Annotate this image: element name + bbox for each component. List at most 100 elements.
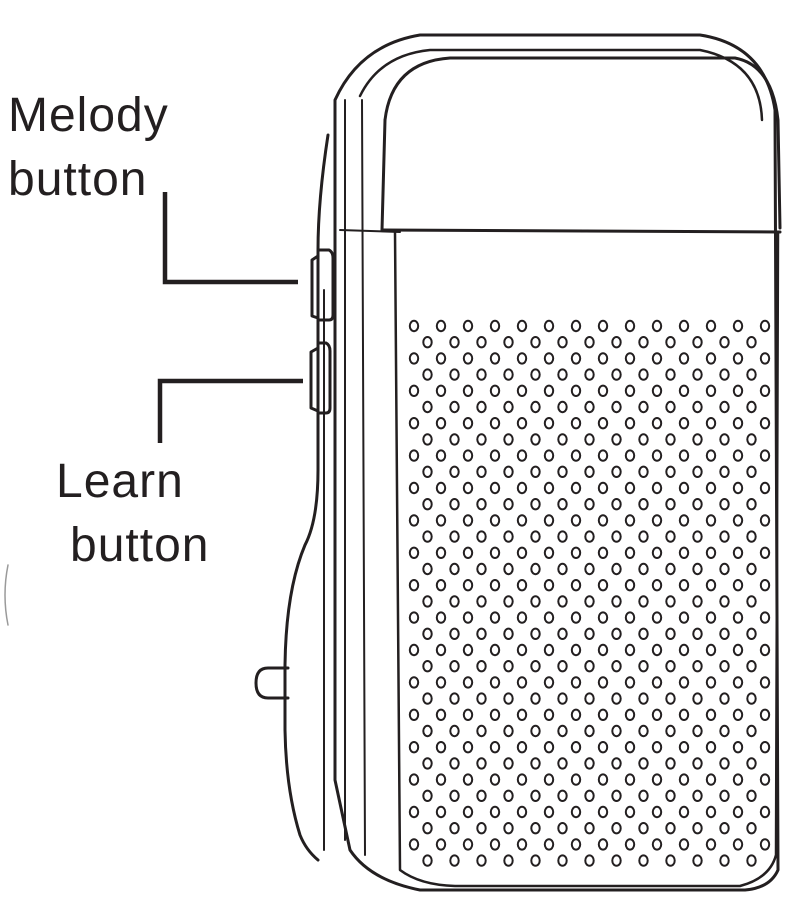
- grille-hole: [557, 368, 568, 381]
- grille-hole: [422, 692, 433, 705]
- grille-hole: [719, 692, 730, 705]
- grille-hole: [597, 352, 609, 365]
- grille-hole: [408, 643, 420, 657]
- grille-hole: [705, 741, 717, 754]
- grille-hole: [489, 449, 501, 462]
- grille-hole: [530, 789, 541, 802]
- grille-hole: [503, 627, 514, 640]
- grille-hole: [584, 400, 595, 414]
- grille-hole: [611, 498, 622, 511]
- grille-hole: [719, 660, 730, 673]
- grille-hole: [719, 627, 730, 640]
- grille-hole: [557, 595, 568, 608]
- grille-hole: [651, 417, 663, 430]
- grille-hole: [557, 336, 568, 349]
- grille-hole: [611, 854, 622, 867]
- grille-hole: [530, 433, 541, 446]
- grille-hole: [435, 579, 447, 592]
- grille-hole: [759, 319, 771, 333]
- grille-hole: [476, 433, 487, 446]
- grille-hole: [503, 595, 514, 608]
- grille-hole: [462, 579, 474, 592]
- grille-hole: [435, 514, 447, 527]
- grille-hole: [543, 838, 555, 851]
- grille-hole: [611, 400, 622, 414]
- grille-hole: [597, 546, 609, 559]
- grille-hole: [665, 854, 676, 867]
- grille-hole: [476, 854, 487, 867]
- grille-hole: [557, 498, 568, 511]
- grille-hole: [408, 676, 420, 689]
- grille-hole: [651, 449, 663, 462]
- grille-hole: [638, 724, 649, 738]
- grille-hole: [719, 854, 730, 867]
- grille-hole: [584, 433, 595, 446]
- grille-hole: [651, 611, 663, 624]
- grille-hole: [584, 692, 595, 705]
- grille-hole: [462, 481, 474, 495]
- grille-hole: [651, 773, 663, 786]
- grille-hole: [476, 368, 487, 381]
- grille-hole: [503, 854, 514, 867]
- grille-hole: [624, 579, 636, 592]
- grille-hole: [638, 400, 649, 414]
- grille-hole: [462, 546, 474, 559]
- grille-hole: [705, 708, 717, 721]
- grille-hole: [543, 417, 555, 430]
- grille-hole: [678, 384, 690, 397]
- grille-hole: [746, 660, 757, 673]
- grille-hole: [557, 692, 568, 705]
- grille-hole: [408, 708, 420, 721]
- grille-hole: [516, 708, 528, 721]
- grille-hole: [462, 384, 474, 397]
- grille-hole: [503, 724, 514, 738]
- grille-hole: [692, 757, 703, 770]
- grille-hole: [570, 676, 582, 689]
- grille-hole: [489, 773, 501, 786]
- grille-hole: [624, 352, 636, 365]
- grille-hole: [476, 465, 487, 478]
- grille-hole: [665, 822, 676, 835]
- grille-hole: [624, 481, 636, 495]
- grille-hole: [746, 854, 757, 867]
- grille-hole: [422, 336, 433, 349]
- melody-callout-line: [162, 192, 298, 285]
- grille-hole: [665, 595, 676, 608]
- grille-hole: [665, 530, 676, 543]
- grille-hole: [489, 546, 501, 559]
- grille-hole: [678, 579, 690, 592]
- grille-hole: [476, 822, 487, 835]
- grille-hole: [638, 465, 649, 478]
- grille-hole: [678, 838, 690, 851]
- grille-hole: [651, 643, 663, 657]
- grille-hole: [678, 773, 690, 786]
- grille-hole: [611, 627, 622, 640]
- grille-hole: [584, 854, 595, 867]
- grille-hole: [597, 643, 609, 657]
- grille-hole: [503, 530, 514, 543]
- grille-hole: [638, 757, 649, 770]
- grille-hole: [705, 676, 717, 689]
- grille-hole: [435, 352, 447, 365]
- grille-hole: [570, 546, 582, 559]
- grille-hole: [570, 417, 582, 430]
- grille-hole: [732, 643, 744, 657]
- grille-hole: [530, 336, 541, 349]
- grille-hole: [624, 676, 636, 689]
- grille-hole: [449, 562, 460, 576]
- grille-hole: [557, 660, 568, 673]
- grille-hole: [746, 368, 757, 381]
- grille-hole: [530, 562, 541, 576]
- grille-hole: [503, 789, 514, 802]
- grille-hole: [624, 611, 636, 624]
- grille-hole: [489, 514, 501, 527]
- grille-hole: [746, 692, 757, 705]
- grille-hole: [705, 319, 717, 333]
- grille-hole: [759, 773, 771, 786]
- grille-hole: [638, 854, 649, 867]
- grille-hole: [678, 611, 690, 624]
- grille-hole: [408, 384, 420, 397]
- grille-hole: [651, 579, 663, 592]
- grille-hole: [759, 481, 771, 495]
